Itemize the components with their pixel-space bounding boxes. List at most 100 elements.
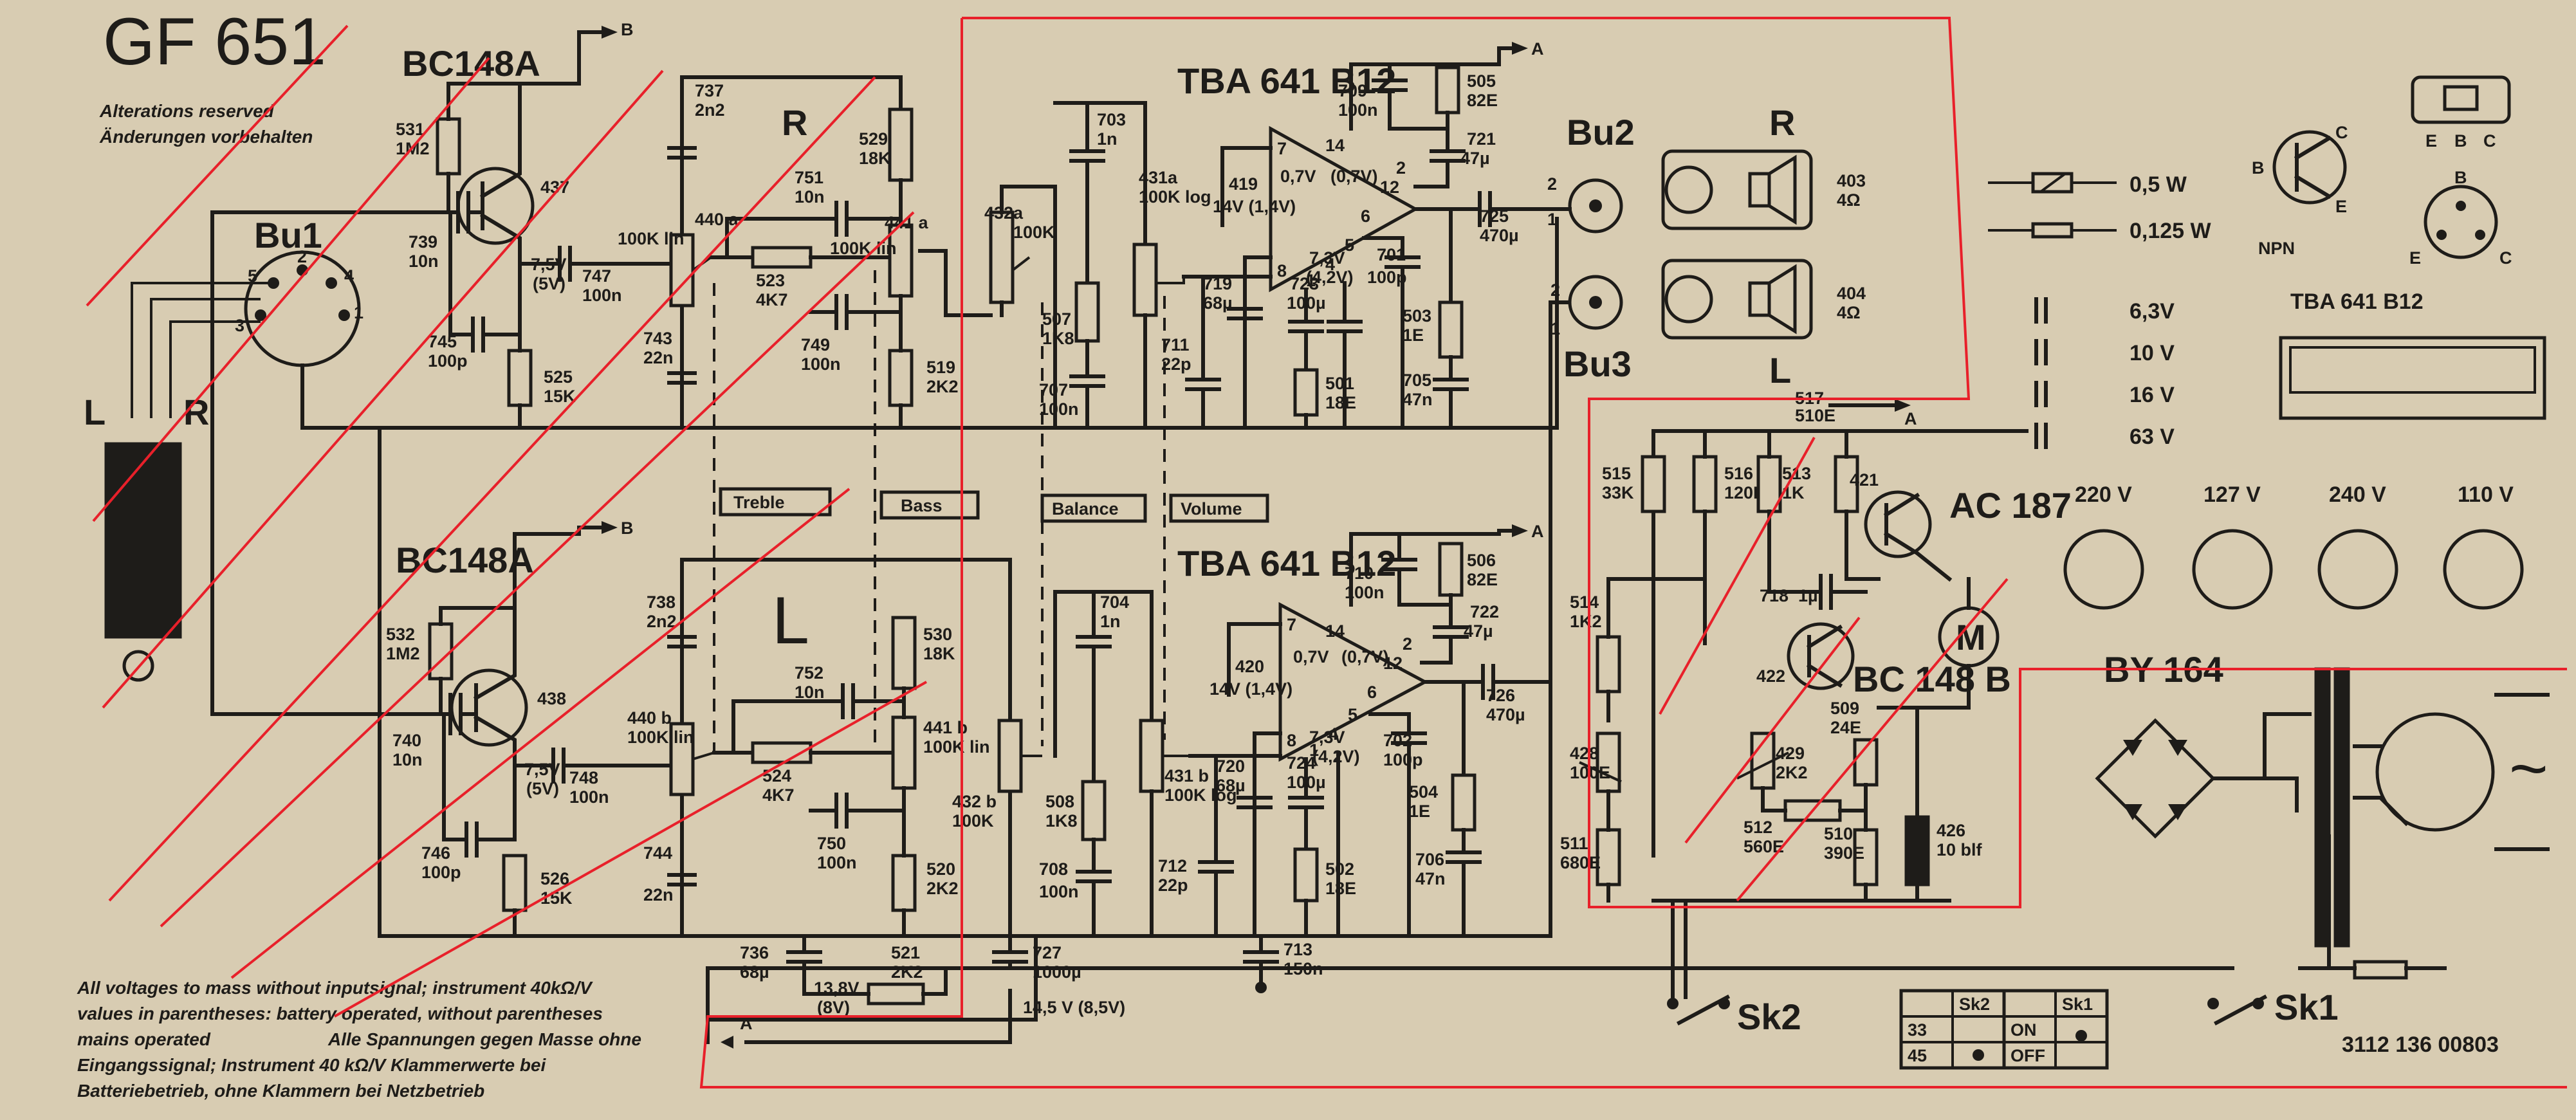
c739-val: 10n <box>409 252 439 271</box>
ic-lower-pin1: 1 <box>1309 740 1319 760</box>
ic-lower-v2: (0,7V) <box>1341 647 1389 666</box>
p432a-val: 100K <box>1013 223 1055 242</box>
vsel-110: 110 V <box>2458 482 2514 507</box>
c743-val: 22n <box>643 348 674 367</box>
r507-ref: 507 <box>1042 309 1071 329</box>
c725-ref: 725 <box>1480 207 1509 226</box>
npn-e: E <box>2335 197 2347 216</box>
q3-type: AC 187 <box>1949 485 2072 526</box>
bu1-pin-4: 4 <box>344 266 354 286</box>
legend-r-05w: 0,5 W <box>2130 172 2187 197</box>
ic-lower-v4: (4,2V) <box>1312 747 1360 766</box>
c706-val: 47n <box>1415 869 1446 888</box>
c724-val: 100µ <box>1287 773 1326 792</box>
r525-val: 15K <box>544 387 576 406</box>
npn-c: C <box>2335 123 2348 142</box>
c726-val: 470µ <box>1486 705 1525 724</box>
r523-val: 4K7 <box>756 290 788 309</box>
c712-ref: 712 <box>1158 856 1187 876</box>
r503-ref: 503 <box>1403 306 1431 326</box>
sk2-table-row1: 33 <box>1908 1020 1927 1040</box>
footnote-de-1: Alle Spannungen gegen Masse ohne <box>327 1029 641 1049</box>
c718-ref: 718 <box>1760 586 1789 605</box>
c721-ref: 721 <box>1467 129 1496 149</box>
speaker-R-ref: 403 <box>1837 171 1866 190</box>
bu3-pin1: 1 <box>1550 319 1560 338</box>
bu1-pin-5: 5 <box>248 266 257 286</box>
supply-v1: 13,8V <box>814 978 860 998</box>
r532-ref: 532 <box>386 625 415 644</box>
ic-lower-pin12: 12 <box>1383 654 1403 673</box>
r505-ref: 505 <box>1467 71 1496 91</box>
bu3-label: Bu3 <box>1563 344 1632 384</box>
c751-ref: 751 <box>795 168 823 187</box>
c702-val: 100p <box>1383 750 1423 769</box>
pkg-e: E <box>2425 131 2437 151</box>
c710-val: 100n <box>1345 583 1385 602</box>
r505-val: 82E <box>1467 91 1498 110</box>
r524-val: 4K7 <box>762 785 795 805</box>
notice-de: Änderungen vorbehalten <box>99 127 313 147</box>
bu2-pin1: 1 <box>1547 210 1557 229</box>
c752-ref: 752 <box>795 663 823 683</box>
r520-ref: 520 <box>926 859 955 879</box>
r504-val: 1E <box>1409 802 1430 821</box>
r429-ref: 429 <box>1776 744 1805 763</box>
r509-ref: 509 <box>1830 699 1859 718</box>
bu1-label: Bu1 <box>254 215 322 255</box>
ic-upper-v4: (4,2V) <box>1306 268 1354 287</box>
p432a-ref: 432a <box>984 203 1024 223</box>
ic-lower-pin5: 5 <box>1348 705 1357 724</box>
c711-ref: 711 <box>1161 335 1190 354</box>
legend-r-0125w: 0,125 W <box>2130 219 2212 243</box>
c721-val: 47µ <box>1460 149 1490 168</box>
r513-val: 1K <box>1782 483 1805 502</box>
c720-val: 68µ <box>1216 776 1246 795</box>
c749-ref: 749 <box>801 335 830 354</box>
p440a-val: 100K lin <box>618 229 685 248</box>
ic-upper-pin8: 8 <box>1277 261 1287 280</box>
footnote-en-3: mains operated <box>77 1029 211 1049</box>
upper-power-amp: TBA 641 B12 432a 100K 703 1n 507 1K8 707… <box>984 39 1546 430</box>
c746-val: 100p <box>421 863 461 882</box>
r512-ref: 512 <box>1743 818 1772 837</box>
c723-ref: 723 <box>1290 274 1319 293</box>
cable-L: L <box>84 392 106 432</box>
r523-ref: 523 <box>756 271 785 290</box>
r514-ref: 514 <box>1570 592 1599 612</box>
c749-val: 100n <box>801 354 841 374</box>
c723-val: 100µ <box>1287 293 1326 313</box>
c744-val: 22n <box>643 885 674 904</box>
p431b-val: 100K log <box>1164 785 1237 805</box>
speaker-R-side: R <box>1769 102 1795 143</box>
c747-val: 100n <box>582 286 622 305</box>
r508-ref: 508 <box>1045 792 1074 811</box>
c703-val: 1n <box>1097 129 1118 149</box>
sk2-table-row2: 45 <box>1908 1046 1927 1065</box>
r517-val: 510E <box>1795 406 1835 425</box>
c704-val: 1n <box>1100 612 1121 631</box>
lower-preamp: BC148A B 438 7,5V (5V) 532 1M2 740 10n 7… <box>386 519 1012 938</box>
r506-val: 82E <box>1467 570 1498 589</box>
p431b-ref: 431 b <box>1164 766 1209 785</box>
r502-val: 18E <box>1325 879 1356 898</box>
legend-c-10v: 10 V <box>2130 341 2175 365</box>
vsel-240: 240 V <box>2329 482 2386 507</box>
legend-c-63v-hv: 63 V <box>2130 425 2175 449</box>
outputs: Bu2 2 1 Bu3 2 1 R 403 4Ω 404 4Ω L <box>1542 102 1866 684</box>
c750-val: 100n <box>817 853 857 872</box>
motor-control: A 517 510E 515 33K 516 120K 513 1K 514 1… <box>1560 389 2072 903</box>
label-balance: Balance <box>1052 499 1119 519</box>
r501-ref: 501 <box>1325 374 1354 393</box>
c746-ref: 746 <box>421 843 450 863</box>
r511-val: 680E <box>1560 853 1601 872</box>
p431a-val: 100K log <box>1139 187 1211 207</box>
ic-lower-pin2: 2 <box>1403 634 1412 654</box>
legends: 0,5 W 0,125 W 6,3V 10 V 16 V 63 V B C E … <box>1988 75 2546 449</box>
c751-val: 10n <box>795 187 825 207</box>
c708-val: 100n <box>1039 882 1079 901</box>
c737-val: 2n2 <box>695 100 725 120</box>
q2-type: BC148A <box>396 540 534 580</box>
ic-upper-pin1: 1 <box>1306 271 1316 290</box>
ic-upper-pin2: 2 <box>1396 158 1406 178</box>
